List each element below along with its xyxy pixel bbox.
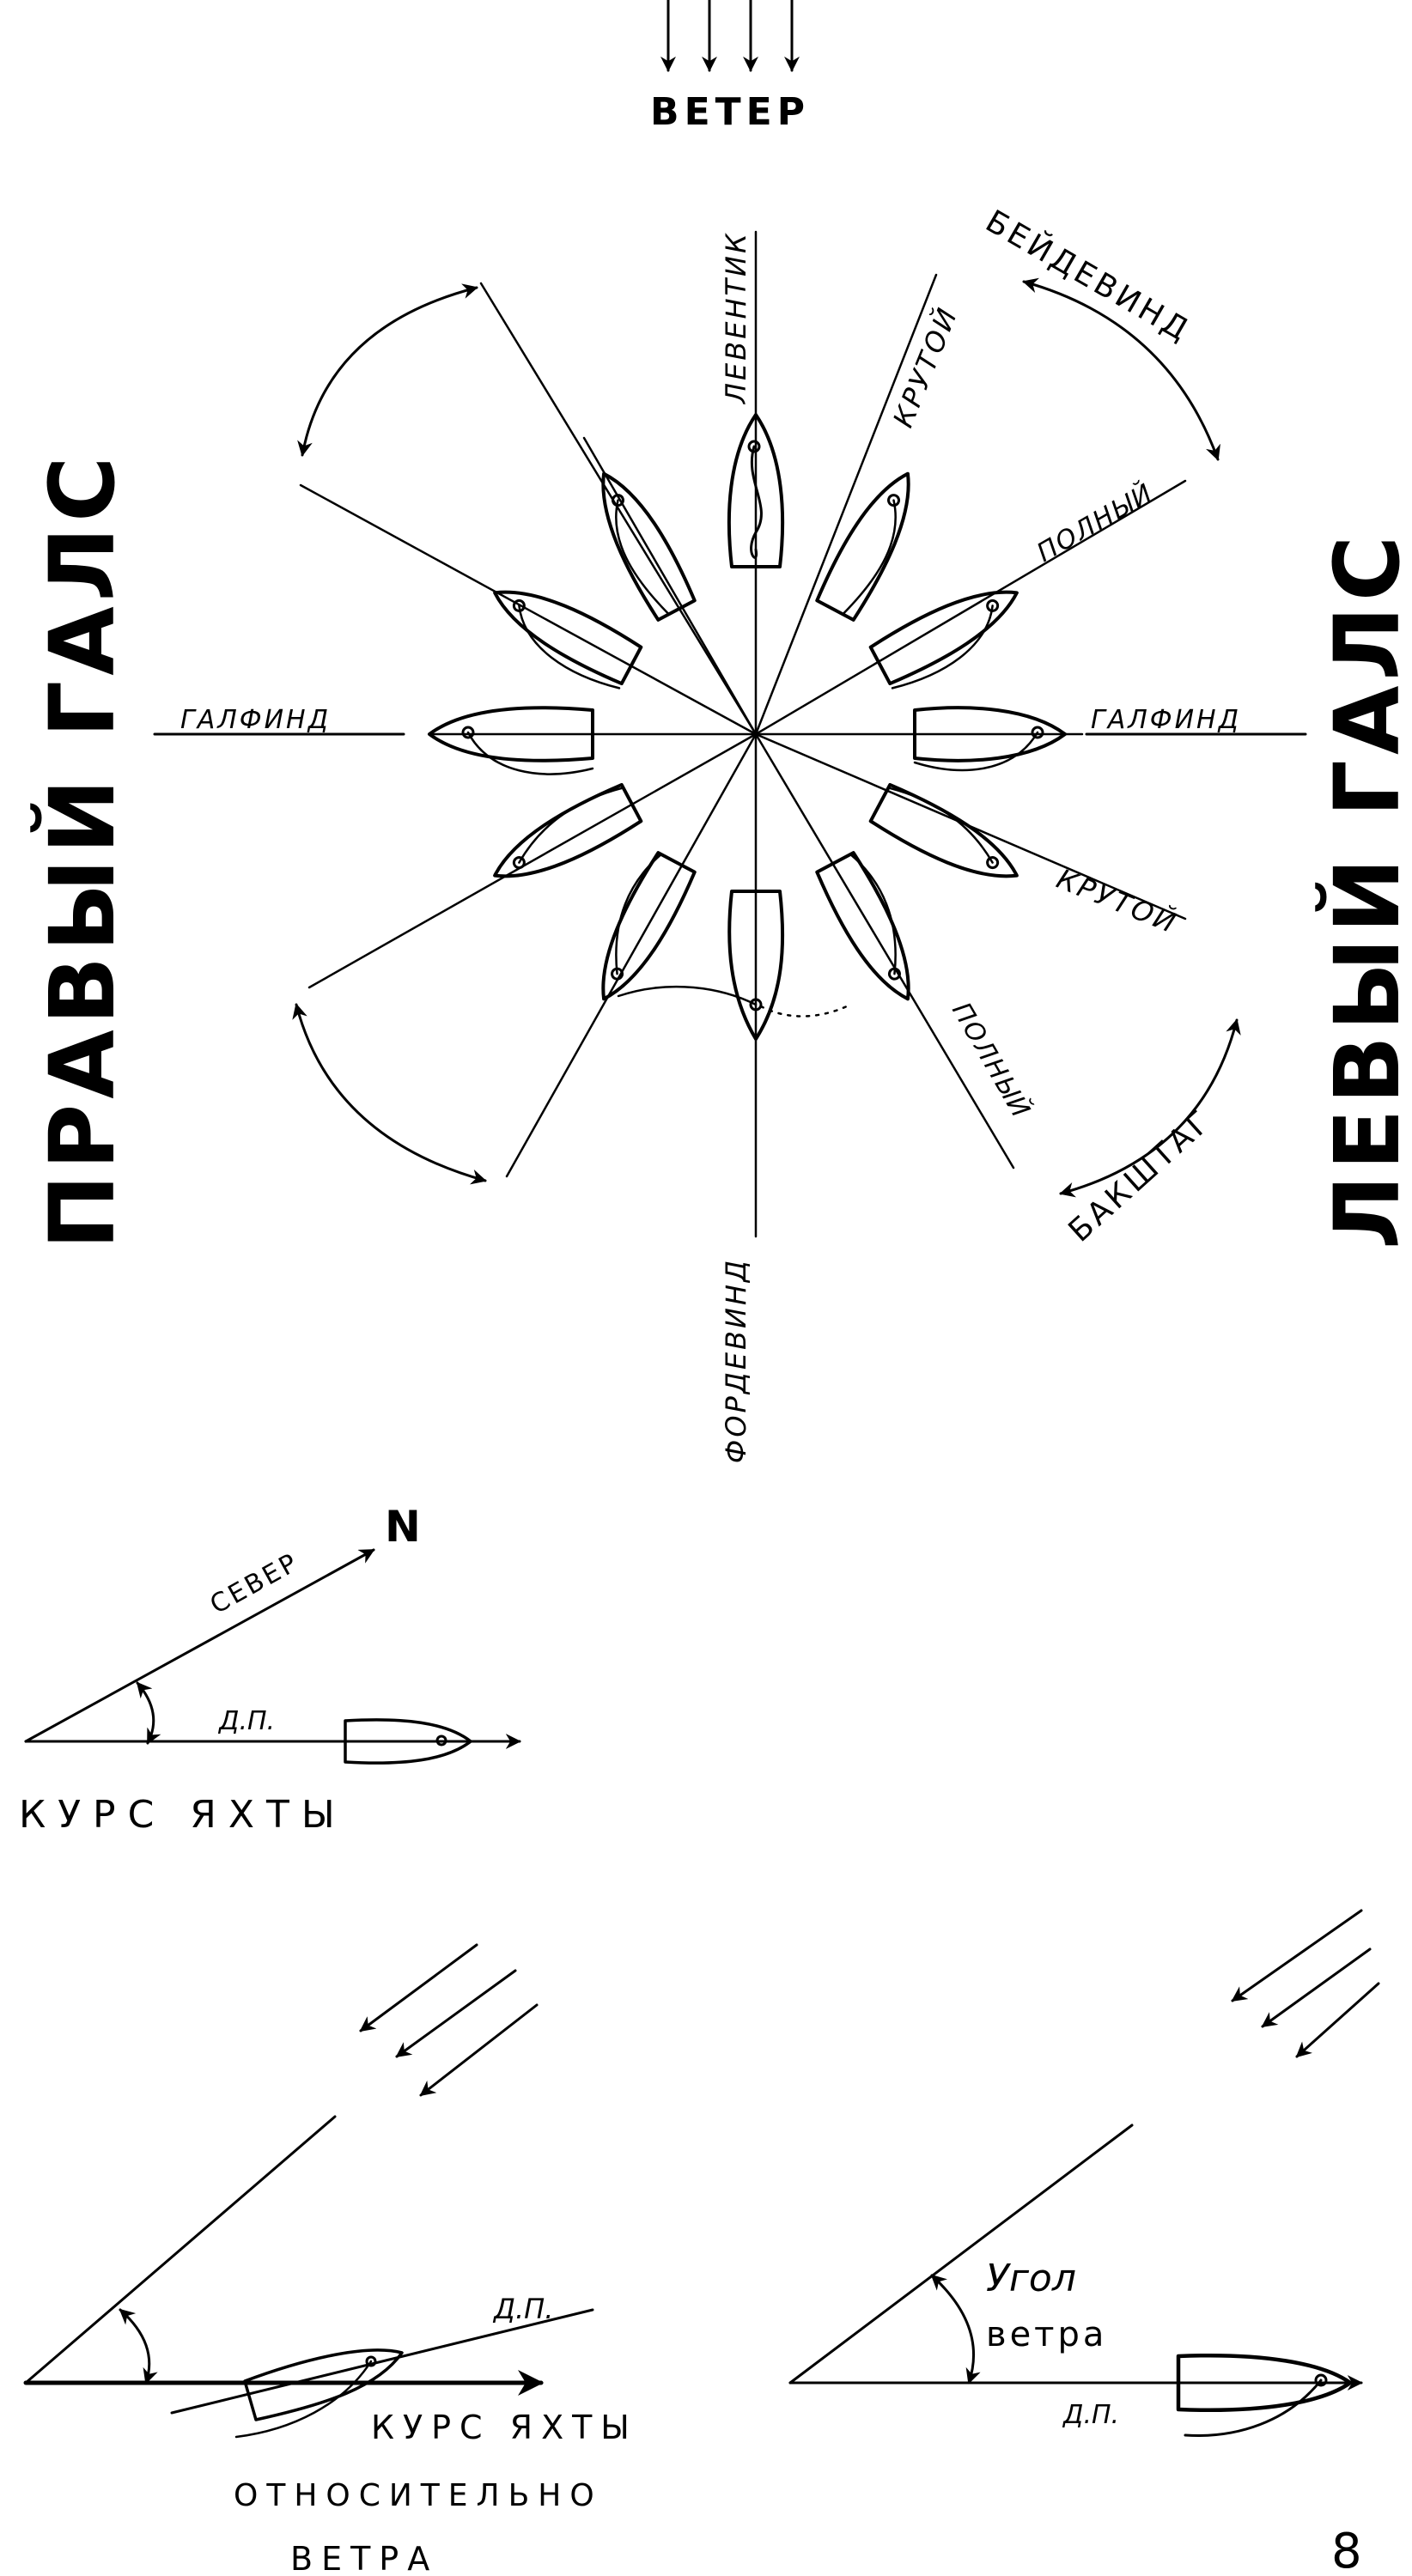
boat-kr-top-left xyxy=(601,471,697,622)
boat-fordewind xyxy=(617,890,852,1041)
label-polny-top-right: ПОЛНЫЙ xyxy=(1032,477,1159,568)
label-krutoy-bottom-right: КРУТОЙ xyxy=(1052,862,1183,940)
label-fordewind: ФОРДЕВИНД xyxy=(720,1258,752,1463)
label-galfind-left: ГАЛФИНД xyxy=(180,705,331,735)
course-caption: КУРС ЯХТЫ xyxy=(19,1793,347,1837)
boat-kr-bottom-left xyxy=(493,782,643,878)
label-levintik: ЛЕВЕНТИК xyxy=(720,231,752,404)
angle-diagram xyxy=(788,2123,1363,2437)
boat-kr-top-right xyxy=(815,471,910,622)
wind-arrows xyxy=(660,0,800,72)
boat-levintik xyxy=(727,413,785,568)
relative-dp: Д.П. xyxy=(492,2293,553,2325)
boat-poln-top-right xyxy=(868,590,1019,690)
angle-wind-arrows xyxy=(1231,1909,1380,2058)
boat-galfind-right xyxy=(913,706,1067,772)
north-letter: N xyxy=(385,1502,421,1552)
north-word: СЕВЕР xyxy=(205,1547,304,1620)
label-polny-bottom-right: ПОЛНЫЙ xyxy=(946,997,1037,1124)
course-diagram xyxy=(24,1548,521,1765)
boat-kr-bottom-right xyxy=(868,782,1019,878)
label-bakshtag: БАКШТАГ xyxy=(1062,1103,1220,1249)
boat-galfind-left xyxy=(428,706,594,775)
relative-caption-1: КУРС ЯХТЫ xyxy=(371,2409,638,2446)
boat-poln-top-left xyxy=(493,590,643,690)
title-tack-right: ПРАВЫЙ ГАЛС xyxy=(30,452,135,1249)
angle-label-2: ветра xyxy=(986,2315,1107,2354)
relative-diagram xyxy=(23,2115,594,2439)
label-galfind-right: ГАЛФИНД xyxy=(1091,705,1241,735)
angle-dp: Д.П. xyxy=(1062,2400,1119,2430)
relative-caption-2: ОТНОСИТЕЛЬНО xyxy=(234,2478,603,2513)
course-dp: Д.П. xyxy=(217,1706,275,1736)
boat-poln-bottom-left xyxy=(601,851,697,1001)
wind-label: ВЕТЕР xyxy=(650,90,810,134)
relative-wind-arrows xyxy=(359,1943,539,2097)
angle-label-1: Угол xyxy=(986,2257,1076,2300)
relative-caption-3: ВЕТРА xyxy=(290,2540,438,2576)
page-number: 8 xyxy=(1331,2524,1362,2576)
label-beidewind: БЕЙДЕВИНД xyxy=(980,203,1197,349)
label-krutoy-top-right: КРУТОЙ xyxy=(886,301,965,432)
title-tack-left: ЛЕВЫЙ ГАЛС xyxy=(1315,531,1412,1249)
boat-poln-bottom-right xyxy=(815,851,910,1001)
range-arcs xyxy=(292,277,1241,1198)
